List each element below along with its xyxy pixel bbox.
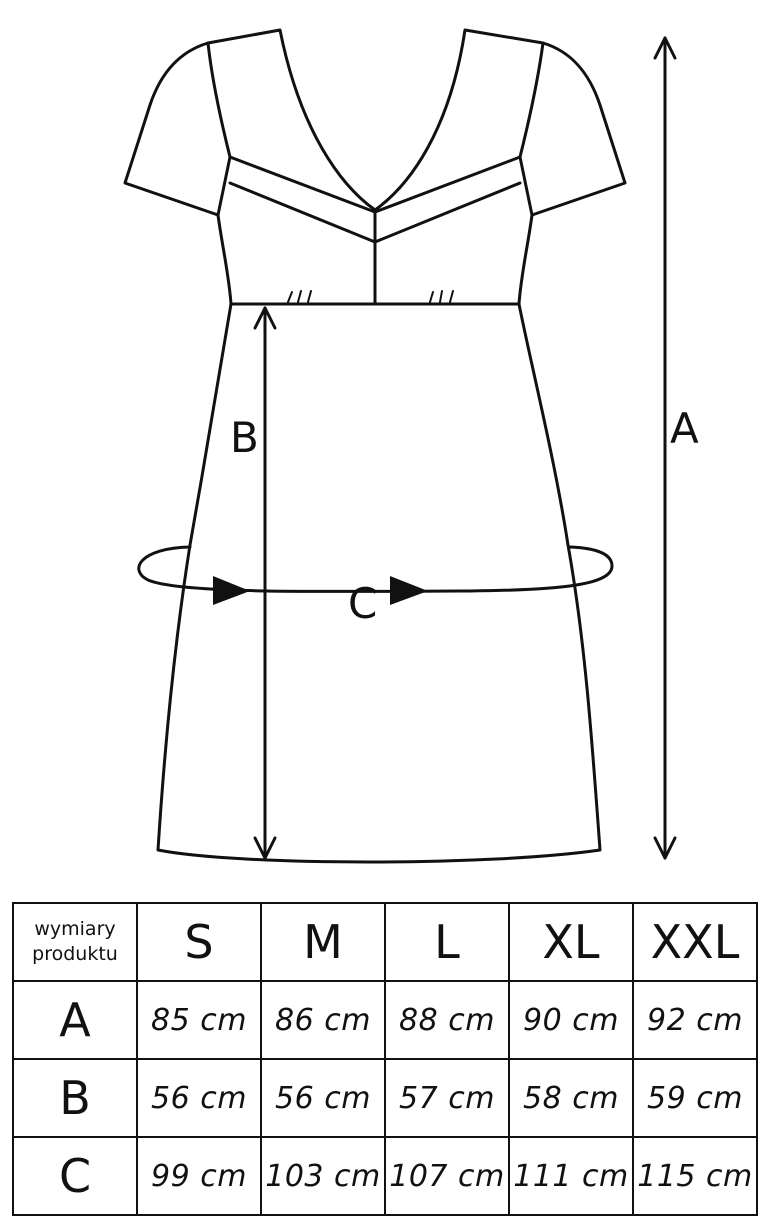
bodice-left-panel bbox=[228, 155, 377, 244]
label-b: B bbox=[230, 413, 259, 462]
measure-c-arrow-2 bbox=[390, 576, 428, 605]
measurement-cell: 56 cm bbox=[260, 1058, 386, 1138]
dress-diagram: A B C bbox=[123, 28, 699, 864]
measure-b-arrow-top bbox=[253, 306, 277, 330]
size-header: XXL bbox=[632, 902, 758, 982]
row-label: C bbox=[12, 1136, 138, 1216]
corner-cell: wymiary produktu bbox=[12, 902, 138, 982]
measure-b-arrow-bottom bbox=[253, 836, 277, 860]
bodice-left-side bbox=[216, 213, 233, 306]
table-row: B 56 cm 56 cm 57 cm 58 cm 59 cm bbox=[12, 1058, 758, 1138]
gather-left bbox=[287, 290, 312, 303]
measurement-cell: 85 cm bbox=[136, 980, 262, 1060]
size-table: wymiary produktu S M L XL XXL A 85 cm 86… bbox=[12, 902, 758, 1216]
label-c: C bbox=[348, 579, 377, 628]
size-header: XL bbox=[508, 902, 634, 982]
measurement-cell: 58 cm bbox=[508, 1058, 634, 1138]
measurement-cell: 92 cm bbox=[632, 980, 758, 1060]
measurement-cell: 59 cm bbox=[632, 1058, 758, 1138]
measurement-cell: 103 cm bbox=[260, 1136, 386, 1216]
measurement-cell: 111 cm bbox=[508, 1136, 634, 1216]
measurement-cell: 99 cm bbox=[136, 1136, 262, 1216]
measurement-cell: 115 cm bbox=[632, 1136, 758, 1216]
size-header: M bbox=[260, 902, 386, 982]
row-label: A bbox=[12, 980, 138, 1060]
measurement-cell: 107 cm bbox=[384, 1136, 510, 1216]
measurement-cell: 86 cm bbox=[260, 980, 386, 1060]
measure-a-arrow-top bbox=[653, 36, 677, 60]
row-label: B bbox=[12, 1058, 138, 1138]
measurement-cell: 56 cm bbox=[136, 1058, 262, 1138]
measure-a-arrow-bottom bbox=[653, 836, 677, 860]
size-header: S bbox=[136, 902, 262, 982]
table-row: A 85 cm 86 cm 88 cm 90 cm 92 cm bbox=[12, 980, 758, 1060]
right-sleeve bbox=[518, 41, 627, 217]
corner-label-line2: produktu bbox=[32, 943, 118, 965]
corner-label-line1: wymiary bbox=[34, 918, 116, 940]
measurement-cell: 90 cm bbox=[508, 980, 634, 1060]
table-row: C 99 cm 103 cm 107 cm 111 cm 115 cm bbox=[12, 1136, 758, 1216]
left-sleeve bbox=[123, 41, 232, 217]
back-neckline bbox=[206, 28, 545, 212]
bodice-right-side bbox=[517, 213, 534, 306]
measurement-cell: 88 cm bbox=[384, 980, 510, 1060]
measurement-cell: 57 cm bbox=[384, 1058, 510, 1138]
label-a: A bbox=[670, 404, 699, 453]
size-header: L bbox=[384, 902, 510, 982]
table-header-row: wymiary produktu S M L XL XXL bbox=[12, 902, 758, 982]
bodice-right-panel bbox=[373, 155, 522, 244]
measure-c-arrow-1 bbox=[213, 576, 250, 605]
skirt-outline bbox=[156, 302, 602, 864]
gather-right bbox=[429, 290, 454, 303]
